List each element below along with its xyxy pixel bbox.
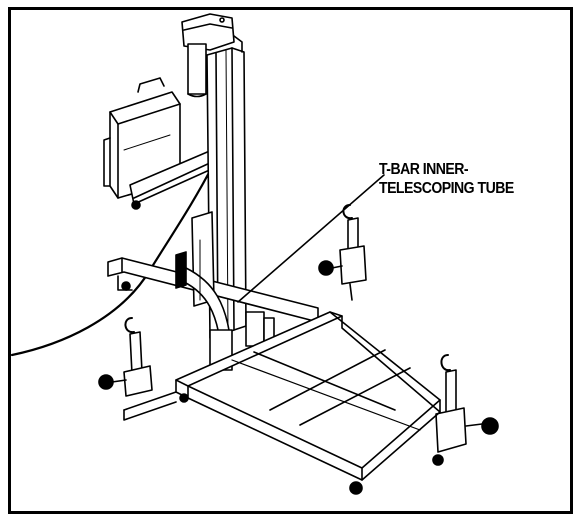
callout-leader-line (237, 174, 385, 303)
callout-line-2: TELESCOPING TUBE (379, 180, 514, 197)
callout-line-1: T-BAR INNER- (379, 161, 469, 178)
lift-motor (181, 13, 243, 98)
t-bar-callout-label: T-BAR INNER- TELESCOPING TUBE (379, 160, 514, 198)
left-strap-hook (98, 317, 153, 397)
platform-frame (123, 311, 444, 495)
t-bar-assembly (175, 211, 275, 371)
diagram-frame (8, 7, 573, 514)
right-strap-hook (318, 204, 367, 301)
front-strap-hook (435, 354, 499, 453)
